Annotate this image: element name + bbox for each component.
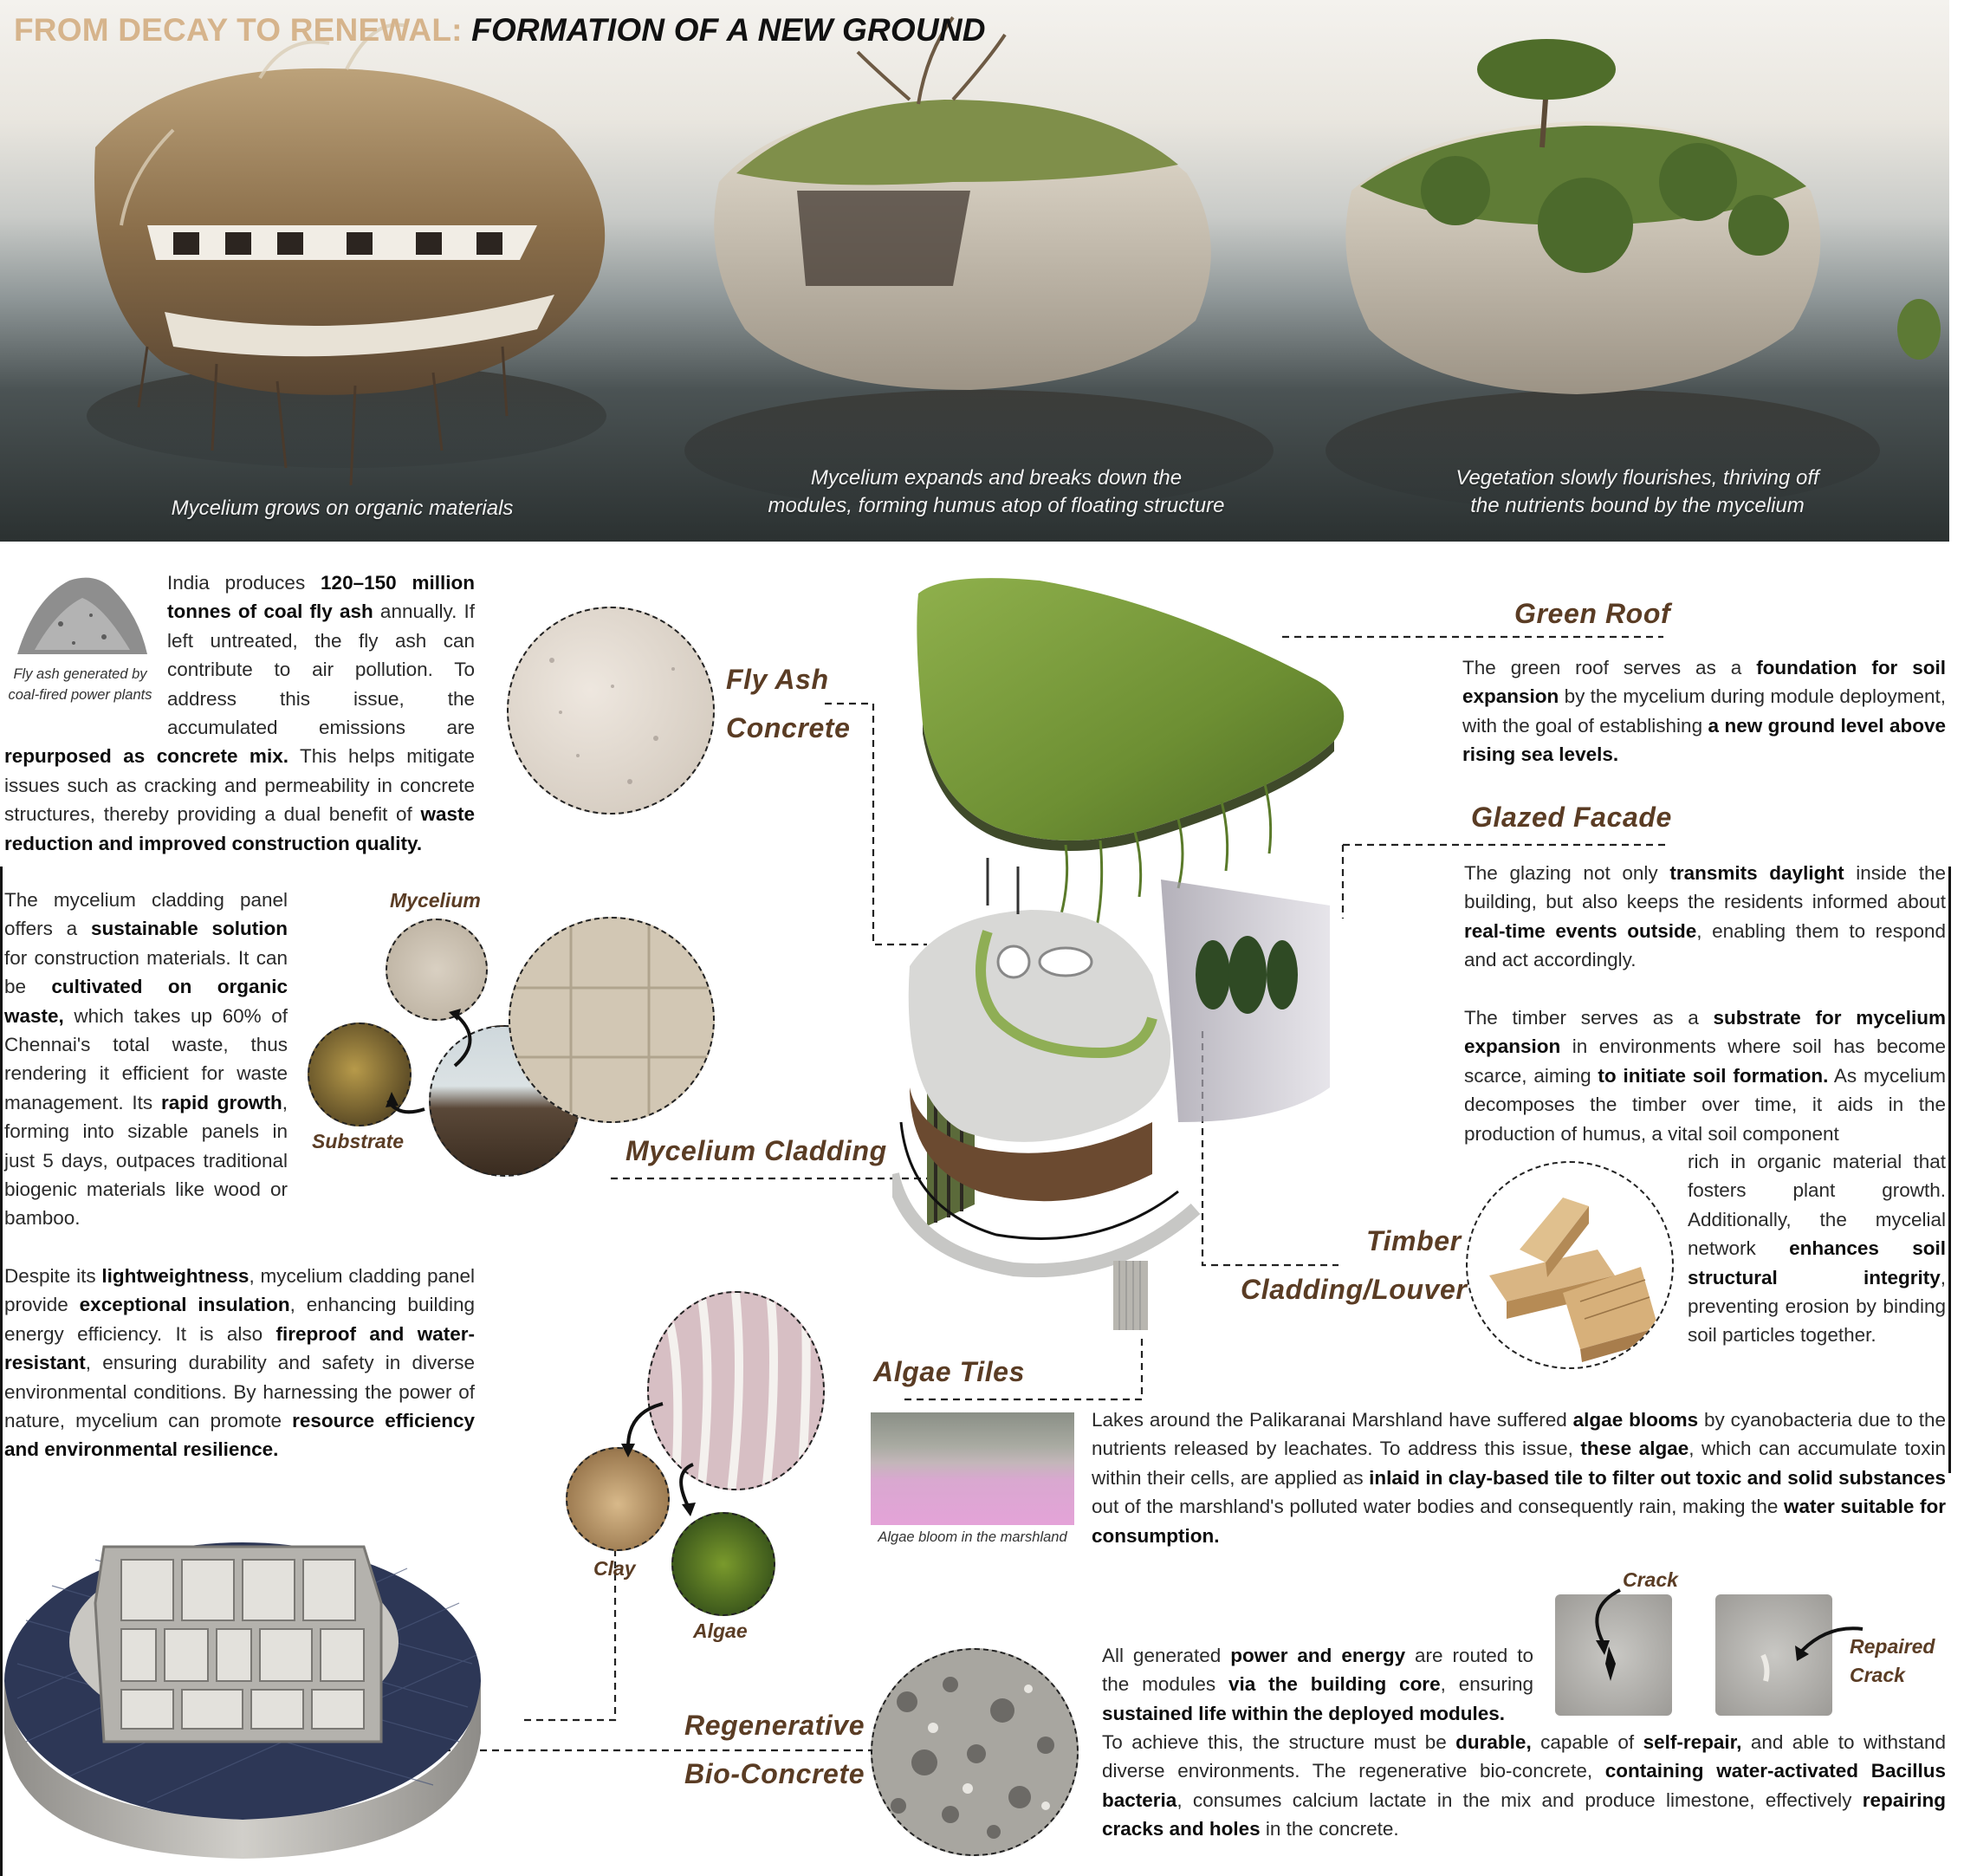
mycelium-swatch bbox=[386, 919, 488, 1021]
bio-concrete-paragraph-bottom: To achieve this, the structure must be d… bbox=[1102, 1731, 1946, 1840]
bio-concrete-text-bottom: To achieve this, the structure must be d… bbox=[1102, 1728, 1946, 1844]
fly-ash-caption-line2: coal-fired power plants bbox=[8, 687, 152, 703]
hero-caption-1: Mycelium grows on organic materials bbox=[130, 495, 554, 523]
hero-illustration bbox=[87, 16, 1941, 511]
timber-blocks bbox=[1489, 1198, 1658, 1362]
glazed-facade-label: Glazed Facade bbox=[1471, 802, 1672, 833]
bio-concrete-label-2: Bio-Concrete bbox=[684, 1758, 865, 1789]
hero-caption-2-line2: modules, forming humus atop of floating … bbox=[768, 494, 1225, 517]
timber-label-2: Cladding/Louver bbox=[1241, 1274, 1468, 1305]
hero-caption-3: Vegetation slowly flourishes, thriving o… bbox=[1369, 464, 1906, 520]
mycelium-cladding-label: Mycelium Cladding bbox=[625, 1135, 887, 1166]
bio-concrete-swatch bbox=[871, 1648, 1079, 1856]
algae-swatch bbox=[671, 1512, 775, 1616]
timber-level bbox=[910, 1087, 1152, 1202]
fly-ash-texture bbox=[549, 658, 675, 784]
repaired-concrete-sample bbox=[1715, 1594, 1832, 1716]
repaired-crack-tag-1: Repaired bbox=[1850, 1635, 1935, 1658]
planter-strip bbox=[976, 930, 1157, 1059]
algae-tiles-label: Algae Tiles bbox=[873, 1356, 1025, 1387]
connector-glazed bbox=[1341, 843, 1668, 919]
hero-caption-1-line: Mycelium grows on organic materials bbox=[171, 497, 514, 520]
circulation-deck bbox=[908, 910, 1171, 1142]
repaired-crack-mark bbox=[1760, 1653, 1770, 1682]
title-part-1: FROM DECAY TO RENEWAL: bbox=[14, 12, 463, 48]
fly-ash-label-1: Fly Ash bbox=[726, 664, 829, 695]
repaired-crack-tag-2: Crack bbox=[1850, 1664, 1905, 1686]
right-edge-rule bbox=[1948, 867, 1951, 1473]
timber-paragraph-top: The timber serves as a substrate for myc… bbox=[1464, 1007, 1946, 1145]
bio-concrete-text-top: All generated power and energy are route… bbox=[1102, 1641, 1533, 1728]
algae-tag: Algae bbox=[693, 1620, 748, 1642]
clay-tag: Clay bbox=[593, 1557, 636, 1580]
fly-ash-photo bbox=[17, 577, 147, 654]
mycelium-text-1: The mycelium cladding panel offers a sus… bbox=[4, 886, 288, 1233]
algae-photo-caption: Algae bloom in the marshland bbox=[878, 1529, 1067, 1545]
green-roof-slab bbox=[917, 578, 1345, 932]
glazed-facade-text: The glazing not only transmits daylight … bbox=[1464, 859, 1946, 975]
mycelium-cycle-arrows bbox=[386, 1009, 472, 1114]
page-title: FROM DECAY TO RENEWAL: FORMATION OF A NE… bbox=[14, 12, 986, 49]
timber-text-bottom: rich in organic material that fosters pl… bbox=[1688, 1147, 1946, 1350]
algae-process-arrows bbox=[621, 1402, 696, 1516]
algae-text: Lakes around the Palikaranai Marshland h… bbox=[1092, 1405, 1946, 1550]
building-core bbox=[1113, 1261, 1148, 1330]
mycelium-paragraph-1: The mycelium cladding panel offers a sus… bbox=[4, 889, 288, 1230]
cracked-concrete-sample bbox=[1555, 1594, 1672, 1716]
crack-mark bbox=[1605, 1646, 1616, 1681]
timber-label-1: Timber bbox=[1366, 1225, 1462, 1256]
mycelium-panel-swatch bbox=[509, 917, 715, 1123]
fly-ash-text: India produces 120–150 million tonnes of… bbox=[4, 568, 475, 858]
title-part-2: FORMATION OF A NEW GROUND bbox=[471, 12, 986, 48]
connector-algae bbox=[901, 1339, 1144, 1401]
fly-ash-label-2: Concrete bbox=[726, 712, 851, 743]
mycelium-paragraph-2: Despite its lightweightness, mycelium cl… bbox=[4, 1265, 475, 1461]
left-edge-rule bbox=[0, 867, 3, 1876]
hero-caption-2: Mycelium expands and breaks down the mod… bbox=[736, 464, 1256, 520]
vegetated-module-stage-3 bbox=[1326, 39, 1941, 511]
humus-module-stage-2 bbox=[684, 16, 1274, 511]
mycelium-tag: Mycelium bbox=[390, 889, 481, 912]
fly-ash-float bbox=[4, 568, 167, 716]
facade-vegetation bbox=[1196, 936, 1298, 1014]
timber-swatch bbox=[1466, 1161, 1674, 1369]
mycelium-panel-grid bbox=[510, 919, 713, 1121]
crack-tag: Crack bbox=[1623, 1568, 1678, 1591]
timber-text-top: The timber serves as a substrate for myc… bbox=[1464, 1003, 1946, 1148]
base-slab bbox=[892, 1172, 1201, 1278]
hero-caption-2-line1: Mycelium expands and breaks down the bbox=[810, 466, 1183, 490]
module-exploded-axonometric bbox=[892, 578, 1345, 1330]
bio-concrete-paragraph-top: All generated power and energy are route… bbox=[1102, 1645, 1533, 1724]
bio-concrete-label-1: Regenerative bbox=[684, 1710, 865, 1741]
green-roof-label: Green Roof bbox=[1514, 598, 1671, 629]
bio-concrete-texture bbox=[891, 1677, 1054, 1839]
decaying-module-stage-1 bbox=[87, 23, 606, 486]
floating-base-ring bbox=[4, 1542, 481, 1859]
green-roof-text: The green roof serves as a foundation fo… bbox=[1462, 653, 1946, 769]
fly-ash-concrete-swatch bbox=[507, 607, 715, 815]
connector-fly-ash bbox=[825, 702, 927, 946]
fly-ash-photo-caption: Fly ash generated by coal-fired power pl… bbox=[0, 664, 160, 705]
hero-caption-3-line1: Vegetation slowly flourishes, thriving o… bbox=[1455, 466, 1819, 490]
green-roof-paragraph: The green roof serves as a foundation fo… bbox=[1462, 657, 1946, 766]
glazed-facade-paragraph: The glazing not only transmits daylight … bbox=[1464, 862, 1946, 971]
substrate-tag: Substrate bbox=[312, 1130, 405, 1152]
timber-paragraph-bottom: rich in organic material that fosters pl… bbox=[1688, 1151, 1946, 1347]
clay-swatch bbox=[566, 1447, 670, 1551]
crack-arrows bbox=[1595, 1588, 1864, 1661]
mycelium-text-2: Despite its lightweightness, mycelium cl… bbox=[4, 1262, 475, 1464]
fly-ash-caption-line1: Fly ash generated by bbox=[13, 666, 147, 682]
algae-bloom-photo bbox=[871, 1412, 1074, 1525]
hero-banner: FROM DECAY TO RENEWAL: FORMATION OF A NE… bbox=[0, 0, 1949, 542]
fly-ash-paragraph: India produces 120–150 million tonnes of… bbox=[4, 572, 475, 854]
hero-caption-3-line2: the nutrients bound by the mycelium bbox=[1470, 494, 1805, 517]
algae-paragraph: Lakes around the Palikaranai Marshland h… bbox=[1092, 1409, 1946, 1547]
